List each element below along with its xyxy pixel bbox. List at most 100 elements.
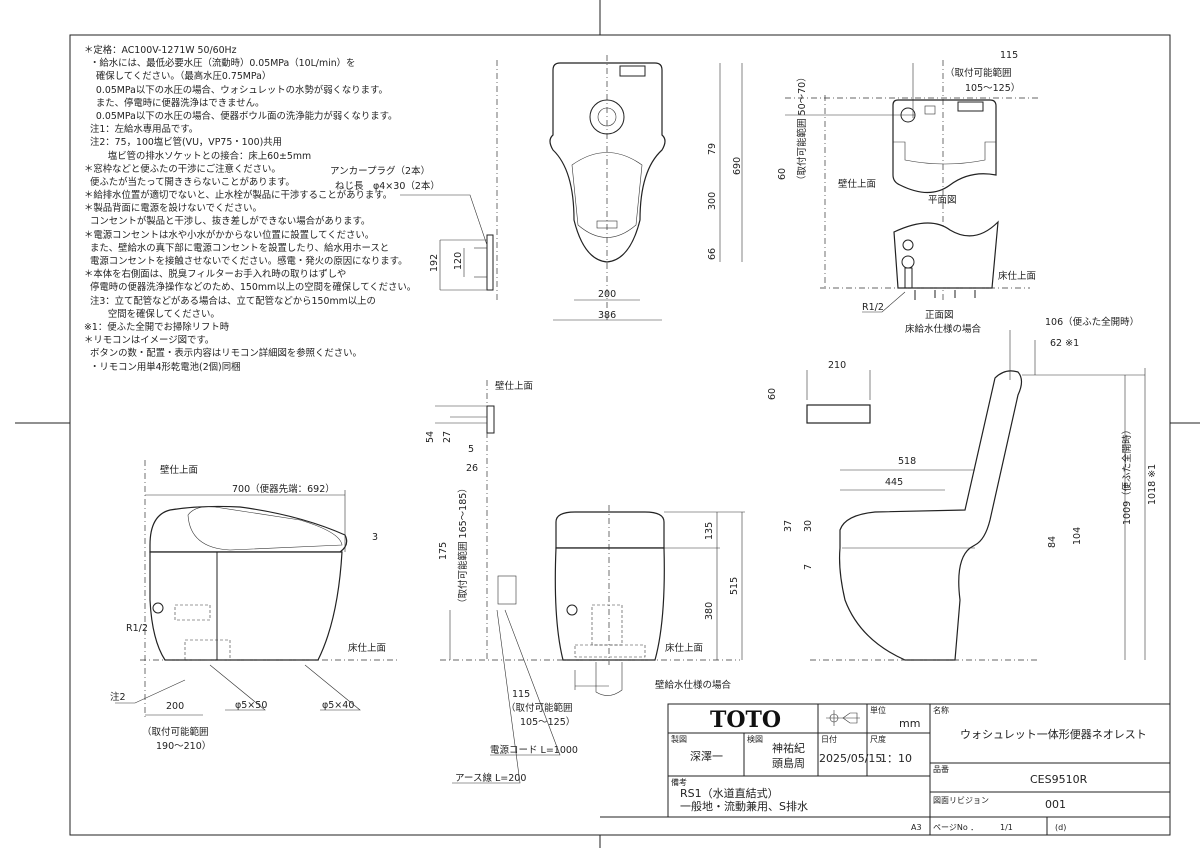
dim-1009: 1009（便ふた全開時） [1121, 425, 1133, 525]
dim-5: 5 [468, 444, 474, 455]
phi-5x40: φ5×40 [322, 700, 354, 711]
dim-192: 192 [429, 254, 440, 272]
note-line: 塩ビ管の排水ソケットとの接合：床上60±5mm [84, 150, 312, 162]
remote-dim-60: 60 [767, 388, 778, 400]
left-range-1: （取付可能範囲 [142, 726, 209, 738]
note-line: ＊製品背面に電源を設けないでください。 [84, 203, 262, 215]
dim-200-left: 200 [166, 701, 184, 712]
side-view-right: 106（便ふた全開時） 62 ※1 210 60 518 445 37 30 7… [767, 316, 1158, 661]
front-view-title: 正面図 [925, 310, 954, 321]
power-cord-label: 電源コード L=1000 [490, 745, 578, 756]
checked-label: 検図 [747, 734, 763, 744]
dim-1018: 1018 ※1 [1147, 464, 1158, 505]
left-range-2: 190～210） [156, 740, 211, 752]
scale-value: 1：10 [880, 752, 912, 765]
dim-300: 300 [707, 192, 718, 210]
dim-37: 37 [783, 520, 794, 532]
left-r12-label: R1/2 [126, 623, 148, 634]
note-line: 注2：75，100塩ビ管(VU，VP75・100)共用 [84, 137, 282, 149]
drawn-label: 製図 [671, 734, 687, 744]
dim-62: 62 ※1 [1050, 338, 1079, 349]
note-line: ＊窓枠などと便ふたの干渉にご注意ください。 [84, 163, 281, 175]
dim-3: 3 [372, 532, 378, 543]
note-line: 0.05MPa以下の水圧の場合、便器ボウル面の洗浄能力が弱くなります。 [84, 110, 398, 122]
notes-block: ＊定格：AC100V-1271W 50/60Hz ・給水には、最低必要水圧（流動… [84, 44, 416, 374]
dim-27: 27 [442, 431, 453, 443]
part-number: CES9510R [1030, 773, 1088, 786]
front-view-subtitle: 床給水仕様の場合 [905, 323, 982, 335]
dim-518: 518 [898, 456, 916, 467]
dim-210: 210 [828, 360, 846, 371]
side-view-left: 壁仕上面 700（便器先端：692） 3 R1/2 床仕上面 注2 200 φ5… [110, 460, 400, 752]
page-number: 1/1 [1000, 823, 1013, 832]
remarks-2: 一般地・流動兼用、S排水 [680, 799, 808, 813]
paper-size: A3 [911, 823, 922, 832]
top-view: アンカープラグ（2本） ねじ長 φ4×30（2本） 192 120 690 79… [330, 55, 743, 321]
title-block: TOTO 単位 mm 名称 ウォシュレット一体形便器ネオレスト 製図 深澤一 検… [600, 703, 1171, 835]
dim-380: 380 [704, 602, 715, 620]
left-floor-label: 床仕上面 [348, 642, 386, 654]
dim-106: 106（便ふた全開時） [1045, 316, 1139, 328]
front-floor-label: 床仕上面 [665, 642, 703, 654]
phi-5x50: φ5×50 [235, 700, 267, 711]
note-line: 0.05MPa以下の水圧の場合、ウォシュレットの水勢が弱くなります。 [84, 84, 388, 96]
front-range-v: （取付可能範囲 165～185） [457, 483, 469, 608]
front-floor-label: 床仕上面 [998, 270, 1036, 282]
dim-104: 104 [1072, 527, 1083, 545]
note-line: ・リモコン用単4形乾電池(2個)同梱 [84, 361, 241, 373]
front-view: 壁仕上面 54 27 5 26 175 （取付可能範囲 165～185） 135… [425, 380, 745, 784]
plan-view-title: 平面図 [928, 195, 957, 206]
anchor-screw-label: ねじ長 φ4×30（2本） [335, 180, 440, 192]
front-dim-115: 115 [512, 689, 530, 700]
note-line: 注1：左給水専用品です。 [84, 124, 199, 136]
toto-logo: TOTO [710, 707, 781, 733]
page-label: ページNo ． [933, 823, 978, 832]
note-line: ＊本体を右側面は、脱臭フィルターお手入れ時の取りはずしや [84, 269, 347, 281]
front-wall-label: 壁仕上面 [495, 380, 533, 392]
dim-175: 175 [438, 542, 449, 560]
part-label: 品番 [933, 764, 949, 774]
revision-value: 001 [1045, 798, 1066, 811]
dim-30: 30 [803, 520, 814, 532]
anchor-label: アンカープラグ（2本） [330, 165, 430, 177]
note-line: ※1：便ふた全開でお掃除リフト時 [84, 321, 230, 333]
earth-wire-label: アース線 L=200 [455, 772, 526, 784]
front-subtitle: 壁給水仕様の場合 [655, 679, 732, 691]
left-wall-label: 壁仕上面 [160, 464, 198, 476]
remarks-1: RS1（水道直結式） [680, 786, 779, 800]
dim-135: 135 [704, 522, 715, 540]
dim-700: 700（便器先端：692） [232, 483, 335, 495]
note-line: コンセントが製品と干渉し、抜き差しができない場合があります。 [84, 216, 371, 228]
page-extra: (d) [1055, 823, 1066, 832]
note-line: 空間を確保してください。 [84, 308, 220, 320]
dim-386: 386 [598, 310, 616, 321]
dim-120: 120 [453, 252, 464, 270]
plan-dim-115: 115 [1000, 50, 1018, 61]
drawn-by: 深澤一 [690, 750, 723, 763]
note-line: ボタンの数・配置・表示内容はリモコン詳細図を参照ください。 [84, 348, 362, 360]
remarks-label: 備考 [671, 777, 687, 787]
revision-label: 図面リビジョン [933, 796, 989, 805]
plan-range-v: （取付可能範囲 50～70） [796, 72, 808, 185]
note-line: ＊電源コンセントは水や小水がかからない位置に設置してください。 [84, 229, 375, 241]
note-line: 電源コンセントを接触させないでください。感電・発火の原因になります。 [84, 256, 408, 267]
plan-range-1: （取付可能範囲 [945, 67, 1012, 79]
dim-79: 79 [707, 143, 718, 155]
note-line: ・給水には、最低必要水圧（流動時）0.05MPa（10L/min）を [84, 58, 356, 70]
dim-54: 54 [425, 431, 436, 443]
plan-view: 115 （取付可能範囲 105～125） 60 （取付可能範囲 50～70） 壁… [777, 50, 1040, 335]
front-range-1: （取付可能範囲 [506, 702, 573, 714]
dim-84: 84 [1047, 536, 1058, 548]
date-label: 日付 [821, 734, 837, 744]
note-line: また、壁給水の真下部に電源コンセントを設置したり、給水用ホースと [84, 242, 390, 254]
dim-200: 200 [598, 289, 616, 300]
name-label: 名称 [933, 705, 949, 715]
dim-515: 515 [729, 577, 740, 595]
dim-26: 26 [466, 463, 478, 474]
note-line: 確保してください。（最高水圧0.75MPa） [84, 71, 272, 83]
note-line: 注3：立て配管などがある場合は、立て配管などから150mm以上の [84, 295, 376, 307]
note-line: ＊給排水位置が適切でないと、止水栓が製品に干渉することがあります。 [84, 190, 393, 202]
scale-label: 尺度 [870, 734, 886, 744]
date-value: 2025/05/15 [819, 752, 882, 765]
third-angle-projection-icon [826, 710, 860, 726]
